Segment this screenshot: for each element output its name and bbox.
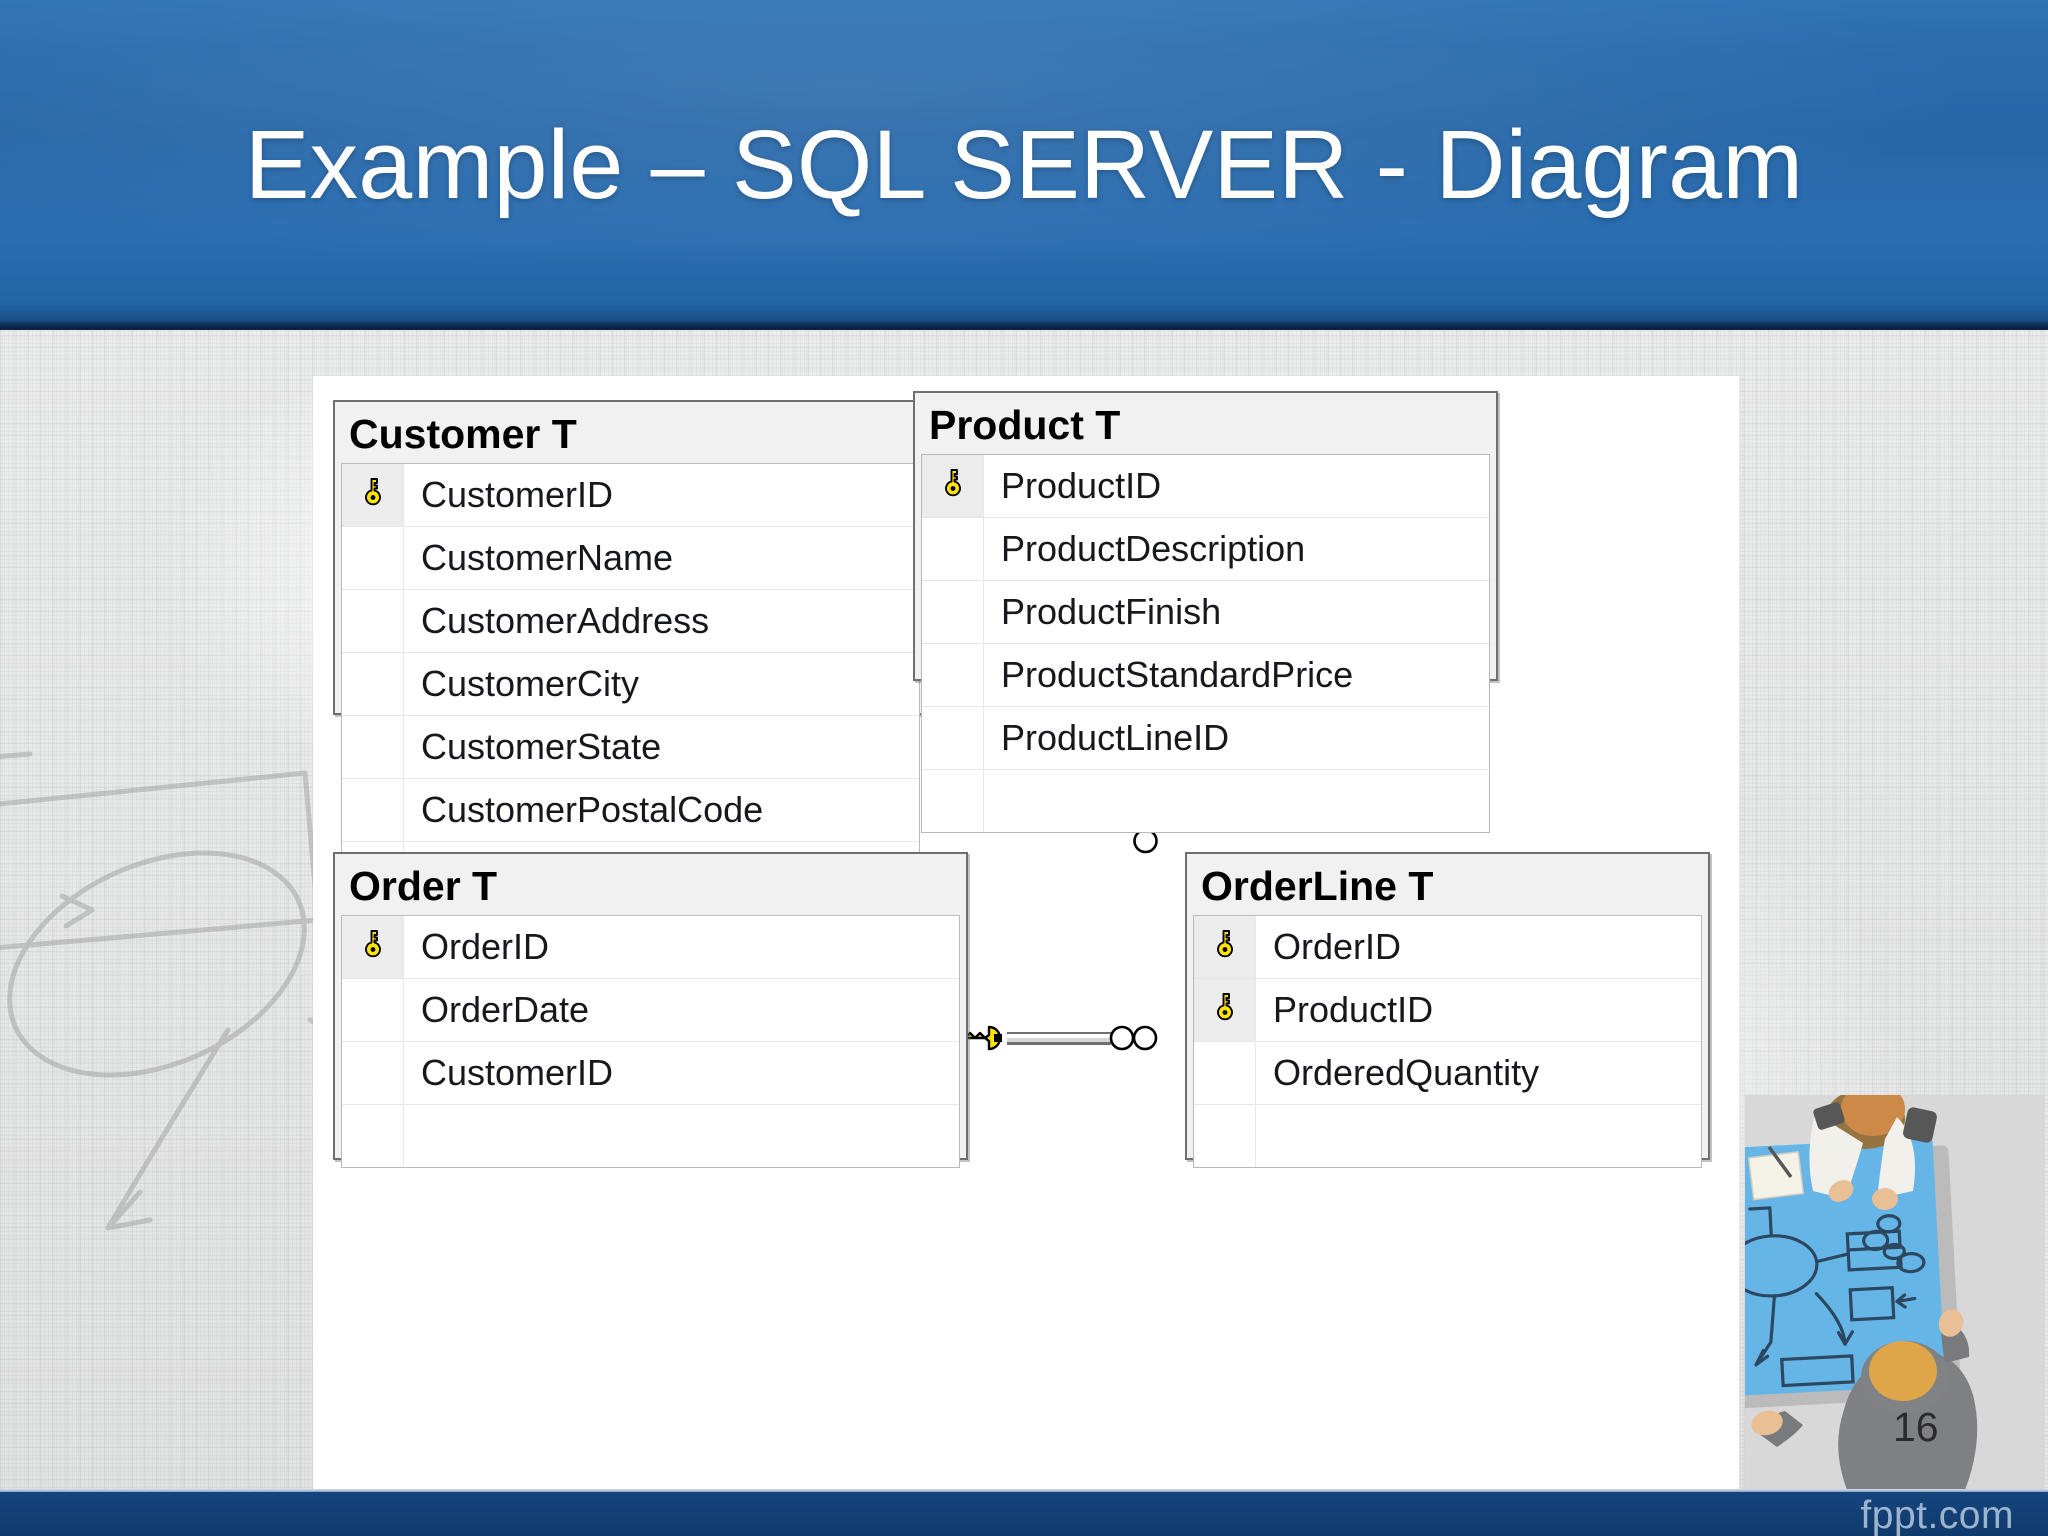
relationship-line — [1007, 1032, 1111, 1045]
primary-key-gutter — [922, 707, 984, 769]
field-label: ProductFinish — [1001, 591, 1222, 632]
field-label: CustomerID — [421, 474, 614, 515]
table-field-list: OrderID ProductID OrderedQuantity — [1193, 915, 1702, 1168]
field-label: OrderID — [1273, 926, 1402, 967]
field-label: OrderID — [421, 926, 550, 967]
table-row[interactable]: OrderID — [342, 916, 959, 979]
primary-key-gutter — [342, 527, 404, 589]
table-product-t[interactable]: Product T ProductID ProductDescription — [913, 391, 1498, 833]
slide-footer-band — [0, 1492, 2048, 1536]
table-row-empty[interactable] — [1194, 1105, 1701, 1167]
primary-key-gutter — [922, 518, 984, 580]
primary-key-gutter — [342, 1105, 404, 1167]
table-row[interactable]: ProductFinish — [922, 581, 1489, 644]
field-label: CustomerName — [421, 537, 674, 578]
field-label: ProductStandardPrice — [1001, 654, 1354, 695]
table-field-list: OrderID OrderDate CustomerID — [341, 915, 960, 1168]
primary-key-gutter — [922, 644, 984, 706]
table-title: Product T — [929, 402, 1121, 448]
field-label: CustomerPostalCode — [421, 789, 764, 830]
primary-key-gutter — [342, 716, 404, 778]
field-label: ProductID — [1001, 465, 1162, 506]
primary-key-icon — [1216, 930, 1233, 958]
watermark-fppt: fppt.com — [1860, 1494, 2014, 1536]
table-row[interactable]: CustomerCity — [342, 653, 919, 716]
table-row[interactable]: OrderID — [1194, 916, 1701, 979]
diagram-canvas: Customer T CustomerID CustomerName — [313, 376, 1739, 1491]
primary-key-gutter — [922, 455, 984, 517]
field-label: CustomerCity — [421, 663, 640, 704]
table-row[interactable]: ProductLineID — [922, 707, 1489, 770]
table-row[interactable]: ProductID — [1194, 979, 1701, 1042]
footer-divider — [0, 1489, 2048, 1493]
primary-key-gutter — [342, 653, 404, 715]
table-title: Customer T — [349, 411, 577, 457]
table-customer-t[interactable]: Customer T CustomerID CustomerName — [333, 400, 928, 905]
field-label: ProductDescription — [1001, 528, 1306, 569]
field-label: CustomerID — [421, 1052, 614, 1093]
primary-key-gutter — [342, 464, 404, 526]
primary-key-gutter — [1194, 1105, 1256, 1167]
table-order-t[interactable]: Order T OrderID OrderDate — [333, 852, 968, 1168]
primary-key-icon — [364, 478, 381, 506]
primary-key-icon — [944, 469, 961, 497]
table-row-empty[interactable] — [342, 1105, 959, 1167]
table-title: OrderLine T — [1201, 863, 1434, 909]
table-field-list: ProductID ProductDescription ProductFini… — [921, 454, 1490, 833]
relationship-order-orderline[interactable] — [963, 1016, 1188, 1060]
primary-key-gutter — [342, 916, 404, 978]
field-label: CustomerAddress — [421, 600, 710, 641]
table-row[interactable]: CustomerID — [342, 1042, 959, 1105]
table-row[interactable]: ProductID — [922, 455, 1489, 518]
primary-key-gutter — [342, 1042, 404, 1104]
primary-key-icon — [1216, 993, 1233, 1021]
table-row[interactable]: CustomerName — [342, 527, 919, 590]
table-row[interactable]: CustomerAddress — [342, 590, 919, 653]
field-label: ProductLineID — [1001, 717, 1230, 758]
table-row-empty[interactable] — [922, 770, 1489, 832]
field-label: OrderedQuantity — [1273, 1052, 1540, 1093]
table-row[interactable]: OrderDate — [342, 979, 959, 1042]
primary-key-gutter — [1194, 916, 1256, 978]
primary-key-gutter — [922, 581, 984, 643]
table-row[interactable]: CustomerPostalCode — [342, 779, 919, 842]
field-label: OrderDate — [421, 989, 590, 1030]
table-row[interactable]: ProductDescription — [922, 518, 1489, 581]
primary-key-gutter — [342, 779, 404, 841]
table-title: Order T — [349, 863, 498, 909]
page-number: 16 — [1893, 1404, 1939, 1450]
table-row[interactable]: ProductStandardPrice — [922, 644, 1489, 707]
primary-key-icon — [364, 930, 381, 958]
table-row[interactable]: CustomerState — [342, 716, 919, 779]
table-field-list: CustomerID CustomerName CustomerAddress … — [341, 463, 920, 905]
primary-key-gutter — [1194, 1042, 1256, 1104]
primary-key-gutter — [342, 979, 404, 1041]
page-title: Example – SQL SERVER - Diagram — [244, 110, 1804, 219]
table-row[interactable]: OrderedQuantity — [1194, 1042, 1701, 1105]
field-label: CustomerState — [421, 726, 662, 767]
table-row[interactable]: CustomerID — [342, 464, 919, 527]
table-orderline-t[interactable]: OrderLine T OrderID — [1185, 852, 1710, 1168]
people-at-table-illustration — [1745, 1095, 2045, 1495]
relationship-key-icon — [963, 1025, 1002, 1051]
primary-key-gutter — [922, 770, 984, 832]
primary-key-gutter — [1194, 979, 1256, 1041]
relationship-infinity-icon — [1109, 1025, 1158, 1051]
field-label: ProductID — [1273, 989, 1434, 1030]
primary-key-gutter — [342, 590, 404, 652]
